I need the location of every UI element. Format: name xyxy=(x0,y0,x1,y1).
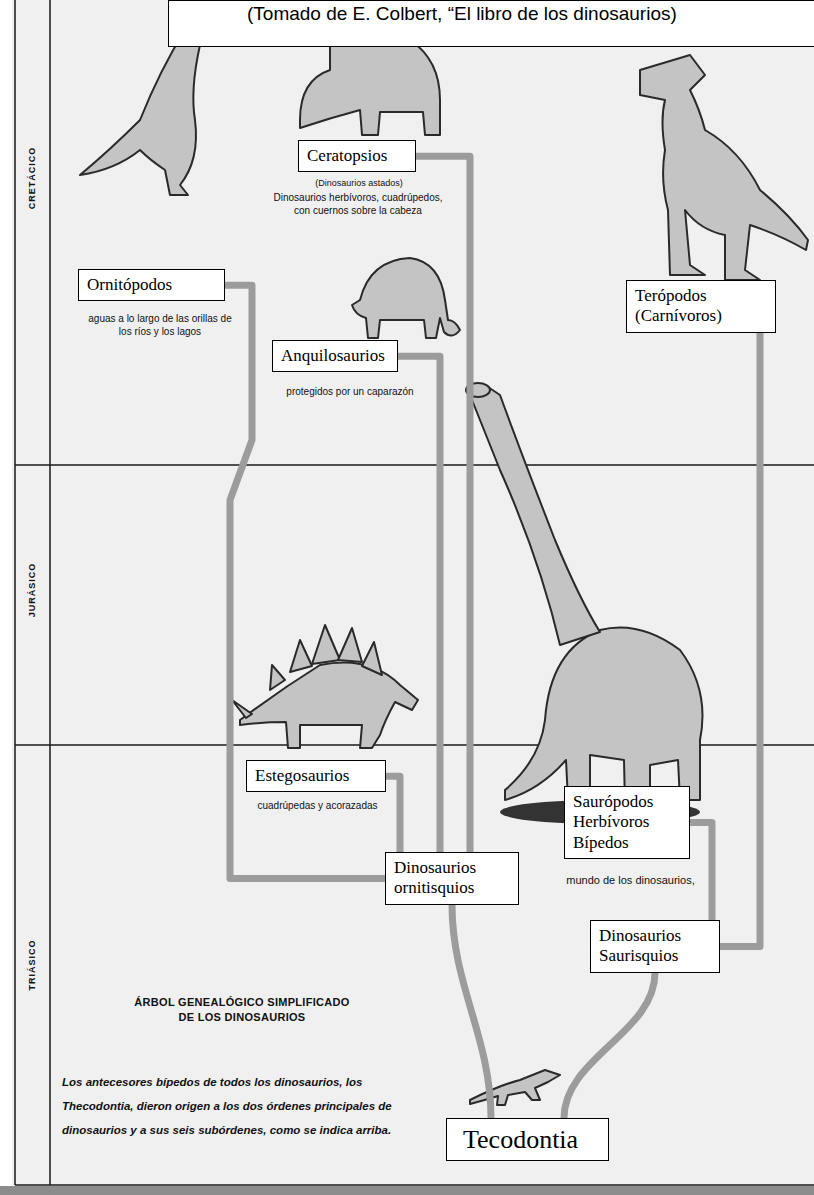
source-caption: (Tomado de E. Colbert, “El libro de los … xyxy=(168,0,814,47)
stegosaur-plate xyxy=(312,625,340,664)
group-note: cuadrúpedas y acorazadas xyxy=(250,800,385,813)
period-label: TRIÁSICO xyxy=(27,937,38,992)
box-text: Ornitópodos xyxy=(87,275,216,295)
group-box: Anquilosaurios xyxy=(272,340,398,372)
stegosaur-spike xyxy=(232,700,252,718)
frame-line xyxy=(15,1184,814,1186)
group-note: Dinosaurios herbívoros, cuadrúpedos, con… xyxy=(268,192,448,217)
box-text: Tecodontia xyxy=(463,1124,600,1155)
box-text: Anquilosaurios xyxy=(281,346,389,366)
dinosaur-figures xyxy=(80,5,808,1105)
explanatory-note: Los antecesores bípedos de todos los din… xyxy=(60,1070,425,1142)
stegosaur-plate xyxy=(338,628,362,662)
stegosaur-plate xyxy=(362,642,382,675)
thecodont-figure xyxy=(470,1070,560,1105)
lineage-branch xyxy=(386,776,400,852)
page-ground xyxy=(12,0,814,1188)
lineage-branch xyxy=(720,333,760,947)
stegosaur-plate xyxy=(270,665,285,690)
group-box: Ornitópodos xyxy=(78,269,225,301)
box-text: Dinosaurios Saurisquios xyxy=(599,926,711,967)
lineage-branch xyxy=(398,356,440,852)
lineage-branch xyxy=(225,285,385,878)
box-text: Saurópodos Herbívoros Bípedos xyxy=(573,792,681,853)
group-note: protegidos por un caparazón xyxy=(275,386,425,399)
theropod-figure xyxy=(640,55,808,280)
diagram-title: ÁRBOL GENEALÓGICO SIMPLIFICADO DE LOS DI… xyxy=(124,995,360,1026)
group-box: Terópodos (Carnívoros) xyxy=(626,280,776,333)
period-grid xyxy=(15,0,814,1185)
lineage-branch xyxy=(452,905,491,1118)
stegosaur-plate xyxy=(290,640,312,672)
group-note: aguas a lo largo de las orillas de los r… xyxy=(85,313,235,338)
group-box: Dinosaurios Saurisquios xyxy=(590,920,720,973)
group-note: mundo de los dinosaurios, xyxy=(558,874,703,888)
box-text: Dinosaurios ornitisquios xyxy=(394,858,510,899)
box-text: Terópodos (Carnívoros) xyxy=(635,286,767,327)
group-box: Tecodontia xyxy=(446,1118,609,1161)
lineage-branch xyxy=(690,823,712,920)
frame-line xyxy=(14,0,16,1185)
period-label: CRETÁCICO xyxy=(27,145,38,212)
stegosaur-figure xyxy=(240,663,418,749)
frame-line xyxy=(49,0,51,1185)
group-box: Dinosaurios ornitisquios xyxy=(385,852,519,905)
box-text: Ceratopsios xyxy=(307,146,407,166)
period-divider xyxy=(15,464,814,466)
period-label: JURÁSICO xyxy=(27,561,38,620)
page-shadow xyxy=(0,1186,814,1195)
sauropod-neck xyxy=(470,385,600,645)
group-box: Estegosaurios xyxy=(246,760,386,792)
group-note: (Dinosaurios astados) xyxy=(300,178,418,189)
lineage-branch xyxy=(564,973,655,1118)
box-text: Estegosaurios xyxy=(255,766,377,786)
lineage-branch xyxy=(416,156,470,852)
group-box: Ceratopsios xyxy=(298,140,416,172)
group-box: Saurópodos Herbívoros Bípedos xyxy=(564,786,690,859)
ankylosaur-figure xyxy=(352,258,460,338)
sauropod-figure xyxy=(505,628,703,806)
